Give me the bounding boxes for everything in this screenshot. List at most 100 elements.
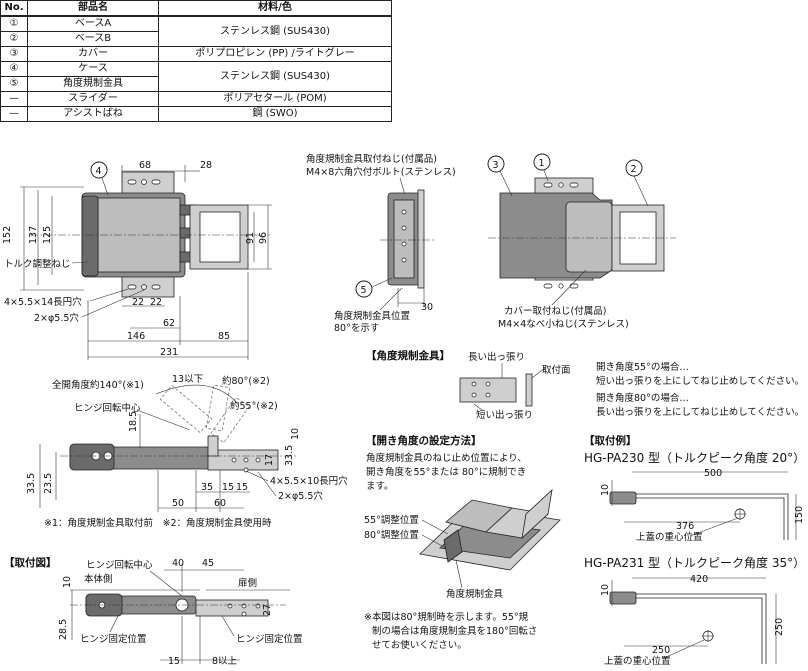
cover-screw-label-1: カバー取付ねじ(付属品) xyxy=(504,306,606,317)
mount-dim-28-5: 28.5 xyxy=(58,619,69,640)
callout-1-text: 1 xyxy=(539,158,545,169)
iso-bracket-label: 角度規制金具 xyxy=(446,588,504,600)
pos-80-label: 80°調整位置 xyxy=(364,529,419,541)
ex1-hinge xyxy=(609,491,637,505)
ex1-cg-label: 上蓋の重心位置 xyxy=(636,531,703,543)
swing-arc xyxy=(155,384,239,405)
ex2-lid xyxy=(634,593,767,664)
open-80-ghost xyxy=(205,384,231,432)
dim-28: 28 xyxy=(200,160,212,171)
side-footnote: ※1：角度規制金具取付前 ※2：角度規制金具使用時 xyxy=(44,517,272,529)
dim-35: 35 xyxy=(201,482,213,493)
side-slot-label: 4×5.5×10長円穴 xyxy=(270,475,348,487)
row-material: ステンレス鋼 (SUS430) xyxy=(158,61,392,92)
examples-title: 【取付例】 xyxy=(584,434,637,447)
dim-125: 125 xyxy=(42,226,53,244)
cover-view: 3 1 2 カバー取付ねじ(付属品) M4×4なべ小ねじ(ステンレス) xyxy=(487,153,676,330)
dim-22a: 22 xyxy=(132,297,144,308)
full-open-label: 全開角度約140°(※1) xyxy=(52,379,144,391)
view2-bottom-label-2: 80°を示す xyxy=(334,323,379,334)
dim-50: 50 xyxy=(172,498,184,509)
ex1-lid xyxy=(634,493,789,540)
cover-top xyxy=(565,201,613,273)
dim-30: 30 xyxy=(421,302,433,313)
dim-33-5l: 33.5 xyxy=(26,473,37,494)
callout-1 xyxy=(533,153,551,171)
view2-bottom-label-1: 角度規制金具位置 xyxy=(334,310,410,322)
dim-68: 68 xyxy=(139,160,151,171)
dim-62: 62 xyxy=(163,318,175,329)
table-row: — スライダー ポリアセタール (POM) xyxy=(0,91,392,107)
open-140-ghost xyxy=(159,384,213,434)
fix-right-label: ヒンジ固定位置 xyxy=(236,633,303,645)
note-80-1: 開き角度80°の場合… xyxy=(596,392,689,404)
callout-5-text: 5 xyxy=(361,285,367,296)
dim-23-5: 23.5 xyxy=(43,473,54,494)
callout-4-text: 4 xyxy=(96,166,102,177)
torque-screw-housing xyxy=(81,195,99,277)
ex2-hinge xyxy=(609,591,637,605)
side-plate xyxy=(207,449,279,471)
dimension-lines xyxy=(20,165,272,360)
end-view: 角度規制金具取付ねじ(付属品) M4×8六角穴付ボルト(ステンレス) 5 30 … xyxy=(306,153,456,334)
dim-10: 10 xyxy=(290,428,301,440)
hole-label: 2×φ5.5穴 xyxy=(34,312,79,324)
side-holes xyxy=(231,457,261,473)
slider-window xyxy=(199,211,241,263)
settings-note-2: 制の場合は角度規制金具を180°回転さ xyxy=(372,625,537,637)
fix-left-label: ヒンジ固定位置 xyxy=(80,633,147,645)
table-row: — アシストばね 鋼 (SWO) xyxy=(0,106,392,122)
mount-holes xyxy=(127,179,161,290)
table-row: ④ ケース ステンレス鋼 (SUS430) xyxy=(0,61,392,92)
end-holes xyxy=(401,209,407,263)
dim-17: 17 xyxy=(264,454,275,466)
bracket-short-label: 短い出っ張り xyxy=(476,409,533,421)
row-material: 鋼 (SWO) xyxy=(158,106,392,122)
mount-dim-8: 8以上 xyxy=(212,656,238,667)
settings-section: 【開き角度の設定方法】 角度規制金具のねじ止め位置により、 開き角度を55°また… xyxy=(364,434,561,651)
note-55-1: 開き角度55°の場合… xyxy=(596,361,689,373)
dim-137: 137 xyxy=(28,226,39,244)
settings-text-2: 開き角度を55°または 80°に規制でき xyxy=(366,466,526,478)
ex2-dim-250h: 250 xyxy=(652,645,670,656)
dim-22b: 22 xyxy=(150,297,162,308)
ex1-dim-376: 376 xyxy=(676,521,694,532)
settings-text-3: ます。 xyxy=(366,481,394,492)
dim-152: 152 xyxy=(2,226,13,244)
side-plate-riser xyxy=(207,435,219,457)
ex1-dim-500: 500 xyxy=(704,468,722,479)
ex2-dim-10: 10 xyxy=(600,584,611,596)
settings-text-1: 角度規制金具のねじ止め位置により、 xyxy=(366,452,527,464)
slot-label: 4×5.5×14長円穴 xyxy=(4,296,82,308)
header-no: No. xyxy=(0,0,28,17)
callout-4 xyxy=(90,161,108,179)
end-body-inner xyxy=(393,199,415,279)
cover-holes xyxy=(543,182,579,289)
table-row: ⑤ 角度規制金具 xyxy=(0,76,392,92)
mounting-title: 【取付図】 xyxy=(4,556,57,569)
end-plate xyxy=(417,189,425,289)
dim-96: 96 xyxy=(258,232,269,244)
side-view: 全開角度約140°(※1) ヒンジ回転中心 13以下 約80°(※2) 約55°… xyxy=(26,374,348,529)
settings-note-3: せてお使いください。 xyxy=(372,639,467,651)
ex1-title: HG-PA230 型（トルクピーク角度 20°） xyxy=(584,450,805,465)
mount-dim-10: 10 xyxy=(62,576,73,588)
table-row: ② ベースB xyxy=(0,31,392,47)
mount-dim-45: 45 xyxy=(202,558,214,569)
callout-3-text: 3 xyxy=(493,160,499,171)
dim-91: 91 xyxy=(245,232,256,244)
note-80-2: 長い出っ張りを上にしてねじ止めしてください。 xyxy=(596,406,804,418)
ex2-cg-label: 上蓋の重心位置 xyxy=(604,655,671,667)
mounting-examples: 【取付例】 HG-PA230 型（トルクピーク角度 20°） 500 150 1… xyxy=(584,434,805,667)
callout-3 xyxy=(487,155,505,173)
note-55-2: 短い出っ張りを上にしてねじ止めしてください。 xyxy=(596,375,804,387)
dim-33-5r: 33.5 xyxy=(284,445,295,466)
about-55-label: 約55°(※2) xyxy=(230,400,278,412)
view2-top-label-1: 角度規制金具取付ねじ(付属品) xyxy=(306,153,437,165)
mount-hinge-center: ヒンジ回転中心 xyxy=(86,559,153,571)
torque-screw-label: トルク調整ねじ xyxy=(4,258,71,270)
dim-60: 60 xyxy=(214,498,226,509)
row-no: — xyxy=(0,106,28,122)
iso-bracket xyxy=(443,529,463,563)
ex2-title: HG-PA231 型（トルクピーク角度 35°） xyxy=(584,555,805,570)
